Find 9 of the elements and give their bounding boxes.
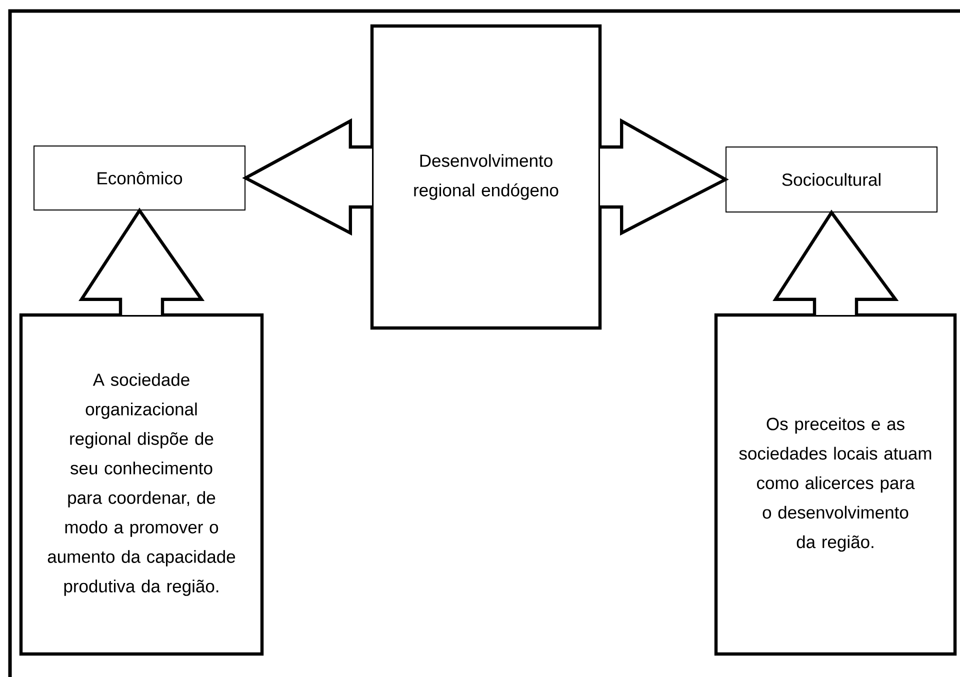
callout-box: Os preceitos e as sociedades locais atuam como alicerces para o desenvolvimento da região.: [714, 313, 957, 656]
callout-box: Desenvolvimento regional endógeno: [370, 24, 602, 330]
block-arrow: [78, 208, 205, 317]
block-arrow: [242, 118, 374, 236]
block-arrow: [598, 118, 729, 236]
text-box: Econômico: [34, 146, 246, 210]
text-box: Sociocultural: [726, 146, 938, 212]
callout-box: A sociedade organizacional regional dispõe de seu conhecimento para coordenar, de modo a promover o aumento da capacidade produtiva da região.: [19, 313, 264, 656]
block-arrow: [772, 210, 899, 317]
